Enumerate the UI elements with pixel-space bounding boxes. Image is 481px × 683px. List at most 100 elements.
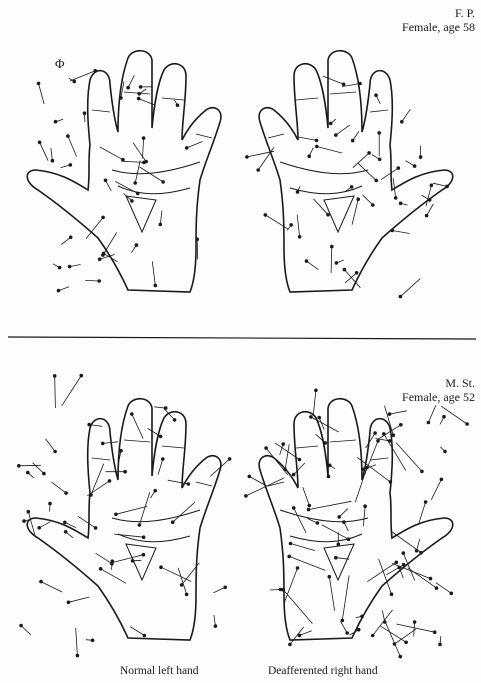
marking-dot bbox=[362, 467, 366, 471]
marking-dot bbox=[334, 133, 338, 137]
marking-line bbox=[158, 459, 163, 475]
marking-line bbox=[65, 522, 76, 527]
marking-dot bbox=[298, 458, 302, 462]
marking-dot bbox=[420, 470, 424, 474]
marking-dot bbox=[264, 213, 268, 217]
marking-dot bbox=[425, 214, 429, 218]
marking-dot bbox=[73, 80, 77, 84]
marking-dot bbox=[99, 567, 103, 571]
marking-dot bbox=[187, 482, 191, 486]
marking-dot bbox=[330, 245, 334, 249]
marking-dot bbox=[351, 139, 355, 143]
marking-dot bbox=[195, 237, 199, 241]
marking-dot bbox=[64, 530, 68, 534]
top-subject: Female, age 58 bbox=[402, 20, 475, 34]
marks-top-right bbox=[245, 76, 449, 298]
marking-line bbox=[112, 555, 143, 563]
marking-line bbox=[143, 138, 144, 158]
marking-dot bbox=[324, 441, 328, 445]
marking-line bbox=[390, 411, 407, 414]
marking-dot bbox=[91, 639, 95, 643]
marking-dot bbox=[108, 479, 112, 483]
marking-line bbox=[431, 479, 441, 500]
marking-dot bbox=[400, 120, 404, 124]
marking-line bbox=[55, 376, 56, 408]
marking-line bbox=[341, 621, 348, 633]
marking-dot bbox=[53, 450, 57, 454]
marking-dot bbox=[377, 131, 381, 135]
marking-dot bbox=[63, 521, 67, 525]
marking-dot bbox=[228, 457, 232, 461]
marking-dot bbox=[388, 439, 392, 443]
marking-dot bbox=[53, 374, 57, 378]
marking-dot bbox=[66, 134, 70, 138]
marking-dot bbox=[404, 641, 408, 645]
marking-dot bbox=[153, 489, 157, 493]
marking-dot bbox=[390, 229, 394, 233]
marking-dot bbox=[69, 163, 73, 167]
marking-dot bbox=[314, 389, 318, 393]
marking-dot bbox=[465, 422, 469, 426]
marking-line bbox=[313, 199, 328, 215]
marking-dot bbox=[305, 259, 309, 263]
marking-line bbox=[414, 622, 415, 636]
marking-line bbox=[21, 626, 31, 635]
marking-line bbox=[101, 569, 126, 584]
marking-dot bbox=[341, 619, 345, 623]
marking-line bbox=[247, 151, 274, 157]
marking-dot bbox=[438, 643, 442, 647]
marking-line bbox=[41, 582, 62, 593]
marking-dot bbox=[443, 450, 447, 454]
marking-dot bbox=[248, 475, 252, 479]
marking-line bbox=[135, 160, 140, 183]
corner-symbol: Φ bbox=[55, 56, 65, 72]
marking-line bbox=[309, 501, 352, 509]
marking-dot bbox=[342, 83, 346, 87]
marking-line bbox=[33, 463, 44, 474]
marking-dot bbox=[356, 197, 360, 201]
marking-dot bbox=[296, 190, 300, 194]
marking-dot bbox=[185, 146, 189, 150]
caption-right-hand: Deafferented right hand bbox=[268, 665, 378, 677]
marking-dot bbox=[334, 556, 338, 560]
marking-dot bbox=[130, 199, 134, 203]
marking-dot bbox=[367, 151, 371, 155]
marking-line bbox=[352, 199, 358, 224]
marking-dot bbox=[373, 431, 377, 435]
marking-dot bbox=[399, 295, 403, 299]
marking-dot bbox=[328, 575, 332, 579]
marking-line bbox=[100, 147, 123, 160]
marking-line bbox=[396, 443, 422, 472]
marking-dot bbox=[76, 654, 80, 658]
marking-dot bbox=[397, 166, 401, 170]
marking-dot bbox=[282, 588, 286, 592]
marking-dot bbox=[292, 473, 296, 477]
top-subject-label: F. P. Female, age 58 bbox=[402, 6, 475, 34]
marking-line bbox=[313, 390, 316, 416]
marking-dot bbox=[83, 111, 87, 115]
marking-dot bbox=[67, 601, 71, 605]
marking-line bbox=[317, 147, 342, 154]
marking-dot bbox=[114, 513, 118, 517]
marking-line bbox=[322, 525, 349, 539]
marking-dot bbox=[337, 515, 341, 519]
marking-line bbox=[139, 492, 149, 525]
marking-dot bbox=[424, 500, 428, 504]
marking-dot bbox=[445, 185, 449, 189]
marking-dot bbox=[69, 236, 73, 240]
marking-dot bbox=[135, 243, 139, 247]
marking-dot bbox=[185, 593, 189, 597]
marking-line bbox=[294, 508, 306, 533]
marking-dot bbox=[337, 543, 341, 547]
marking-dot bbox=[161, 457, 165, 461]
marking-dot bbox=[427, 421, 431, 425]
marking-line bbox=[291, 544, 316, 551]
marking-dot bbox=[37, 526, 41, 530]
marking-dot bbox=[94, 69, 98, 73]
marking-dot bbox=[374, 93, 378, 97]
marking-line bbox=[39, 83, 45, 104]
marking-line bbox=[419, 502, 426, 524]
panel-divider bbox=[8, 337, 476, 339]
